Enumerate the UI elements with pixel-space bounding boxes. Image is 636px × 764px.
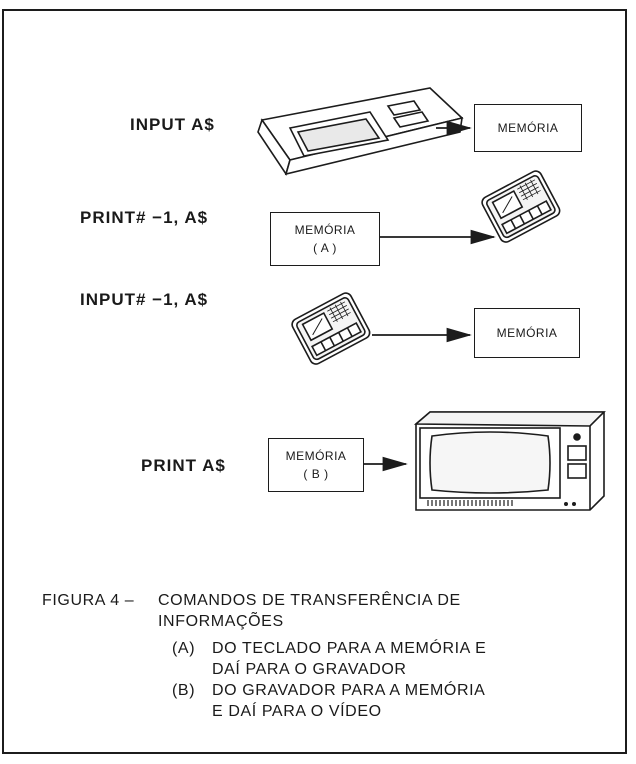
item-a-line-2: DAÍ PARA O GRAVADOR	[212, 661, 407, 678]
keyboard-icon	[257, 87, 464, 176]
item-a-line-1: DO TECLADO PARA A MEMÓRIA E	[212, 640, 487, 657]
cassette-recorder-icon	[481, 170, 561, 243]
memory-box-label: MEMÓRIA	[497, 121, 559, 135]
command-input-hash: INPUT# −1, A$	[80, 290, 209, 309]
figure-frame	[2, 9, 627, 754]
command-input-a: INPUT A$	[130, 115, 215, 134]
memory-box-3: MEMÓRIA	[474, 308, 580, 358]
memory-box-1: MEMÓRIA	[474, 104, 582, 152]
item-a-marker: (A)	[172, 640, 196, 657]
figure-title-line-2: INFORMAÇÕES	[158, 613, 284, 630]
television-monitor-icon	[413, 411, 606, 511]
memory-box-4: MEMÓRIA ( B )	[268, 438, 364, 492]
command-print-a: PRINT A$	[141, 456, 226, 475]
cassette-recorder-icon	[291, 292, 371, 365]
item-b-line-1: DO GRAVADOR PARA A MEMÓRIA	[212, 682, 486, 699]
memory-box-sublabel: ( A )	[313, 241, 337, 255]
command-print-hash: PRINT# −1, A$	[80, 208, 209, 227]
item-b-line-2: E DAÍ PARA O VÍDEO	[212, 703, 382, 720]
memory-box-sublabel: ( B )	[303, 467, 329, 481]
memory-box-label: MEMÓRIA	[294, 223, 356, 237]
figure-title-line-1: COMANDOS DE TRANSFERÊNCIA DE	[158, 592, 461, 609]
memory-box-2: MEMÓRIA ( A )	[270, 212, 380, 266]
memory-box-label: MEMÓRIA	[496, 326, 558, 340]
figure-label: FIGURA 4 –	[42, 592, 135, 609]
memory-box-label: MEMÓRIA	[285, 449, 347, 463]
item-b-marker: (B)	[172, 682, 196, 699]
